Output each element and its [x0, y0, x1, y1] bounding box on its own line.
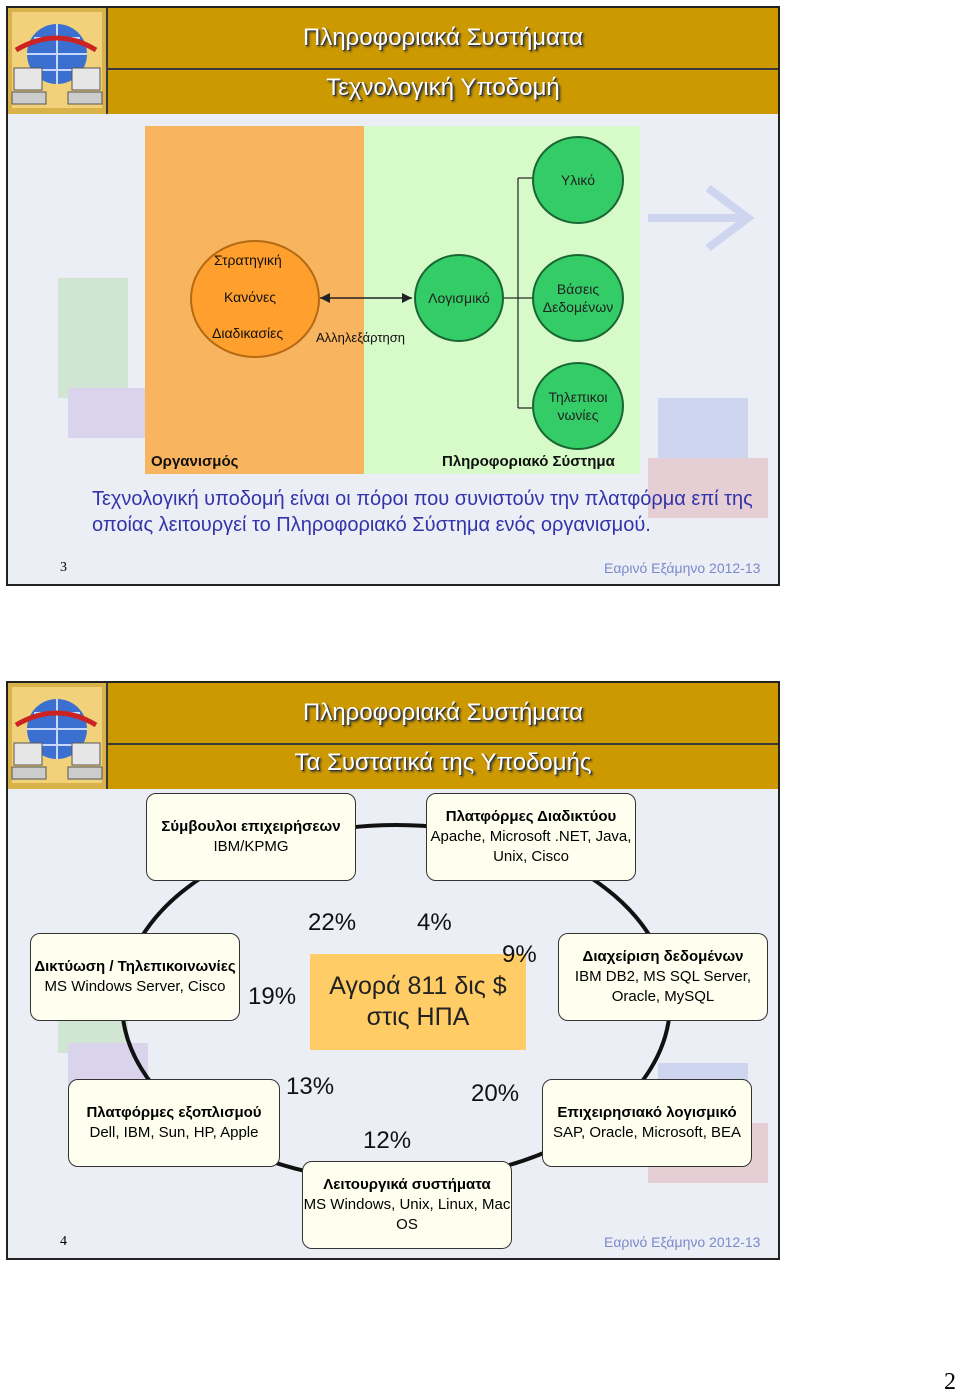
operating-systems-detail: MS Windows, Unix, Linux, Mac OS — [303, 1196, 511, 1233]
consultants-box: Σύμβουλοι επιχειρήσεων IBM/KPMG — [146, 793, 356, 881]
header-divider — [108, 68, 778, 70]
globe-computers-logo — [8, 8, 108, 114]
slide-header: Πληροφοριακά Συστήματα Τεχνολογική Υποδο… — [8, 8, 778, 114]
operating-systems-title: Λειτουργικά συστήματα — [323, 1176, 491, 1193]
infrastructure-definition: Τεχνολογική υποδομή είναι οι πόροι που σ… — [92, 488, 753, 536]
internet-platforms-box: Πλατφόρμες Διαδικτύου Apache, Microsoft … — [426, 793, 636, 881]
market-size-box: Αγορά 811 δις $ στις ΗΠΑ — [310, 954, 526, 1050]
consultants-detail: IBM/KPMG — [213, 838, 289, 855]
semester-footer: Εαρινό Εξάμηνο 2012-13 — [604, 560, 761, 576]
hardware-platforms-title: Πλατφόρμες εξοπλισμού — [86, 1104, 262, 1121]
networking-percent: 19% — [248, 983, 297, 1010]
databases-label-line2: Δεδομένων — [542, 299, 614, 315]
telecom-label-line2: νωνίες — [557, 407, 599, 423]
databases-circle: Βάσεις Δεδομένων — [532, 254, 624, 342]
hardware-platforms-box: Πλατφόρμες εξοπλισμού Dell, IBM, Sun, HP… — [68, 1079, 280, 1167]
consultants-title: Σύμβουλοι επιχειρήσεων — [161, 818, 341, 835]
enterprise-software-box: Επιχειρησιακό λογισμικό SAP, Oracle, Mic… — [542, 1079, 752, 1167]
slide-number: 3 — [60, 560, 67, 575]
data-management-percent: 9% — [502, 941, 537, 968]
slide-4: Πληροφοριακά Συστήματα Τα Συστατικά της … — [6, 681, 780, 1260]
software-circle: Λογισμικό — [414, 254, 504, 342]
operating-systems-percent: 12% — [363, 1127, 412, 1154]
hardware-percent: 13% — [286, 1073, 335, 1100]
interdependence-label: Αλληλεξάρτηση — [316, 330, 406, 345]
organization-circle — [190, 240, 320, 358]
networking-title: Δικτύωση / Τηλεπικοινωνίες — [34, 958, 236, 975]
enterprise-software-detail: SAP, Oracle, Microsoft, BEA — [552, 1124, 742, 1141]
semester-footer: Εαρινό Εξάμηνο 2012-13 — [604, 1234, 761, 1250]
enterprise-percent: 20% — [471, 1080, 520, 1107]
data-management-detail: IBM DB2, MS SQL Server, Oracle, MySQL — [574, 968, 752, 1005]
software-label: Λογισμικό — [428, 290, 490, 306]
internet-platforms-title: Πλατφόρμες Διαδικτύου — [445, 808, 617, 825]
hardware-platforms-detail: Dell, IBM, Sun, HP, Apple — [89, 1124, 259, 1141]
globe-computers-logo — [8, 683, 108, 789]
telecom-label-line1: Τηλεπικοι — [548, 389, 608, 405]
hardware-circle: Υλικό — [532, 136, 624, 224]
slide-header: Πληροφοριακά Συστήματα Τα Συστατικά της … — [8, 683, 778, 789]
hardware-label: Υλικό — [560, 172, 596, 188]
market-size-line2: στις ΗΠΑ — [366, 1003, 470, 1031]
document-page-number: 2 — [944, 1369, 956, 1395]
strategy-label: Στρατηγική — [214, 252, 282, 268]
information-system-label: Πληροφοριακό Σύστημα — [442, 453, 615, 470]
networking-detail: MS Windows Server, Cisco — [44, 978, 226, 995]
slide-number: 4 — [60, 1234, 67, 1249]
telecom-circle: Τηλεπικοι νωνίες — [532, 362, 624, 450]
background-decoration — [58, 184, 768, 518]
consultants-percent: 22% — [308, 909, 357, 936]
networking-box: Δικτύωση / Τηλεπικοινωνίες MS Windows Se… — [30, 933, 240, 1021]
internet-platforms-detail: Apache, Microsoft .NET, Java, Unix, Cisc… — [430, 828, 632, 865]
internet-percent: 4% — [417, 909, 452, 936]
enterprise-software-title: Επιχειρησιακό λογισμικό — [557, 1104, 737, 1121]
procedures-label: Διαδικασίες — [212, 325, 284, 341]
diagram-connectors — [320, 177, 532, 409]
header-divider — [108, 743, 778, 745]
data-management-title: Διαχείριση δεδομένων — [582, 948, 744, 965]
rules-label: Κανόνες — [224, 289, 277, 305]
slide-title: Πληροφοριακά Συστήματα — [302, 24, 584, 51]
slide-subtitle: Τα Συστατικά της Υποδομής — [294, 749, 592, 776]
market-size-line1: Αγορά 811 δις $ — [329, 972, 507, 1000]
slide-subtitle: Τεχνολογική Υποδομή — [326, 74, 560, 101]
data-management-box: Διαχείριση δεδομένων IBM DB2, MS SQL Ser… — [558, 933, 768, 1021]
databases-label-line1: Βάσεις — [556, 281, 600, 297]
operating-systems-box: Λειτουργικά συστήματα MS Windows, Unix, … — [302, 1161, 512, 1249]
slide-title: Πληροφοριακά Συστήματα — [302, 699, 584, 726]
organization-label: Οργανισμός — [151, 453, 239, 470]
slide-3: Πληροφοριακά Συστήματα Τεχνολογική Υποδο… — [6, 6, 780, 586]
